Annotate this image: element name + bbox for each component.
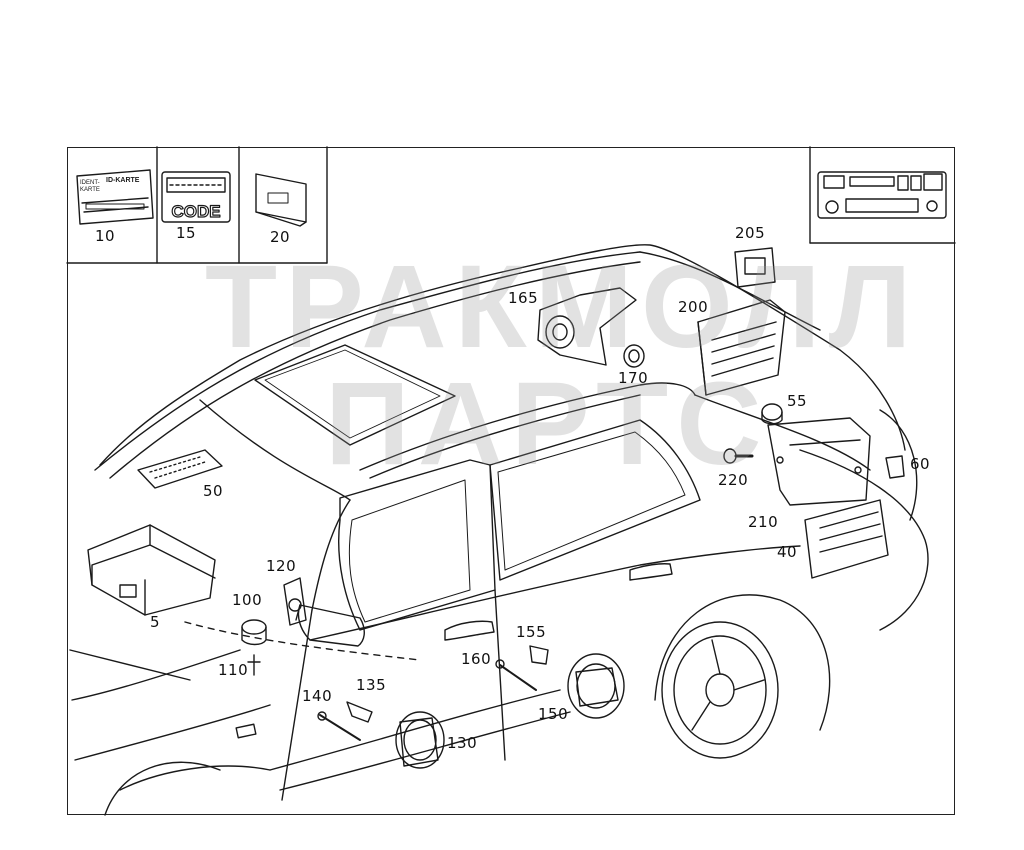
screw-part: [317, 701, 373, 741]
mounting-bracket-part: [767, 417, 871, 506]
callout-40: 40: [777, 543, 798, 561]
callout-110: 110: [218, 661, 249, 679]
callout-140: 140: [302, 687, 333, 705]
grommet-part: [761, 403, 783, 425]
callout-130: 130: [447, 734, 478, 752]
car-body: [69, 244, 929, 816]
door-speaker-part: [395, 711, 445, 769]
locator-line: [879, 409, 918, 521]
watermark-line: ПАРТС: [325, 358, 770, 490]
amplifier-part: [804, 499, 889, 579]
card-label: KARTE: [80, 187, 100, 193]
roof-antenna-part: [537, 287, 637, 366]
code-card-icon: CODE: [161, 171, 231, 223]
bolt-part: [723, 448, 754, 464]
callout-220: 220: [718, 471, 749, 489]
rear-door-speaker-part: [567, 653, 625, 719]
callout-50: 50: [203, 482, 224, 500]
callout-15: 15: [176, 224, 197, 242]
cd-magazine-part: [734, 247, 776, 288]
watermark-line: ТРАКМОЛЛ: [205, 241, 920, 373]
callout-155: 155: [516, 623, 547, 641]
cd-changer-part: [697, 299, 786, 396]
callout-5: 5: [150, 613, 161, 631]
head-unit-part: [87, 524, 216, 616]
callout-165: 165: [508, 289, 539, 307]
mirror-bracket-part: [283, 577, 307, 626]
speaker-grommet-part: [241, 619, 267, 676]
callout-170: 170: [618, 369, 649, 387]
rear-wheel: [654, 594, 831, 759]
callout-120: 120: [266, 557, 297, 575]
callout-200: 200: [678, 298, 709, 316]
ident-card-icon: IDENT- KARTE ID-KARTE: [76, 169, 154, 225]
callout-135: 135: [356, 676, 387, 694]
inset-panels: [66, 146, 956, 264]
callout-20: 20: [270, 228, 291, 246]
callout-55: 55: [787, 392, 808, 410]
nut-part: [623, 344, 645, 368]
card-header: ID-KARTE: [106, 177, 140, 184]
clip-part: [885, 455, 905, 479]
callout-100: 100: [232, 591, 263, 609]
callout-60: 60: [910, 455, 931, 473]
radio-faceplate-icon: [817, 171, 947, 219]
screw-part: [495, 645, 549, 691]
remote-control-part: [137, 449, 223, 489]
locator-line: [184, 621, 421, 661]
callout-150: 150: [538, 705, 569, 723]
callout-160: 160: [461, 650, 492, 668]
card-label: IDENT-: [80, 180, 100, 186]
callout-210: 210: [748, 513, 779, 531]
callout-10: 10: [95, 227, 116, 245]
manual-booklet-icon: [255, 173, 307, 227]
diagram-frame: [67, 147, 955, 815]
callout-205: 205: [735, 224, 766, 242]
code-text: CODE: [171, 202, 220, 221]
